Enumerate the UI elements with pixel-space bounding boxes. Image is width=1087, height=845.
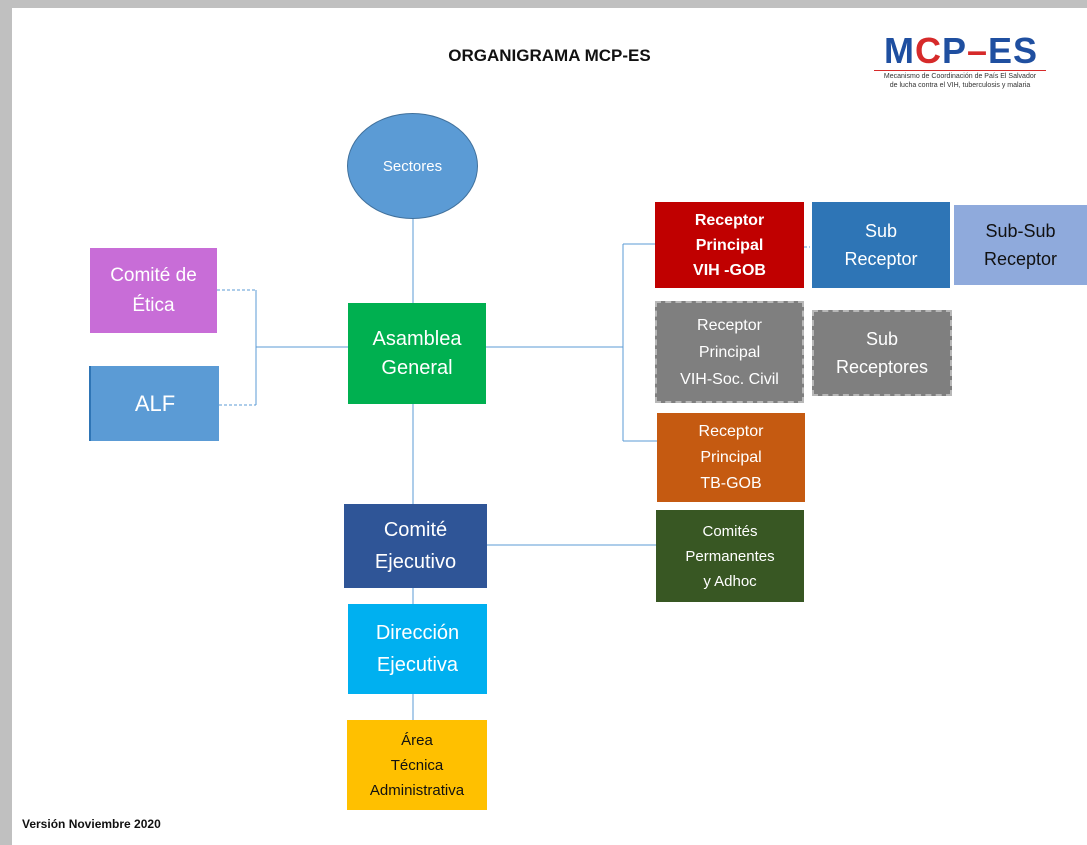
logo-mark: MCP–ES xyxy=(884,30,1039,71)
node-sub-sub-receptor: Sub-Sub Receptor xyxy=(954,205,1087,285)
node-sub-receptor: Sub Receptor xyxy=(812,202,950,288)
document-page: ORGANIGRAMA MCP-ES MCP–ES Mecanismo de C… xyxy=(12,8,1087,845)
node-area-tecnica: Área Técnica Administrativa xyxy=(347,720,487,810)
logo-subtitle: Mecanismo de Coordinación de País El Sal… xyxy=(883,73,1037,89)
node-comites-permanentes: Comités Permanentes y Adhoc xyxy=(656,510,804,602)
node-alf: ALF xyxy=(89,366,219,441)
node-rp-tb-gob: Receptor Principal TB-GOB xyxy=(657,413,805,502)
node-sub-receptores: Sub Receptores xyxy=(812,310,952,396)
version-footer: Versión Noviembre 2020 xyxy=(22,817,161,831)
connector-lines xyxy=(217,218,810,720)
node-comite-etica: Comité de Ética xyxy=(90,248,217,333)
logo-rule xyxy=(874,70,1046,71)
node-direccion-ejecutiva: Dirección Ejecutiva xyxy=(348,604,487,694)
node-sectores: Sectores xyxy=(347,113,478,219)
page-title: ORGANIGRAMA MCP-ES xyxy=(448,46,651,65)
node-comite-ejecutivo: Comité Ejecutivo xyxy=(344,504,487,588)
node-rp-vih-soc-civil: Receptor Principal VIH-Soc. Civil xyxy=(655,301,804,403)
node-asamblea-general: Asamblea General xyxy=(348,303,486,404)
node-rp-vih-gob: Receptor Principal VIH -GOB xyxy=(655,202,804,288)
mcp-es-logo: MCP–ES Mecanismo de Coordinación de País… xyxy=(870,30,1050,100)
